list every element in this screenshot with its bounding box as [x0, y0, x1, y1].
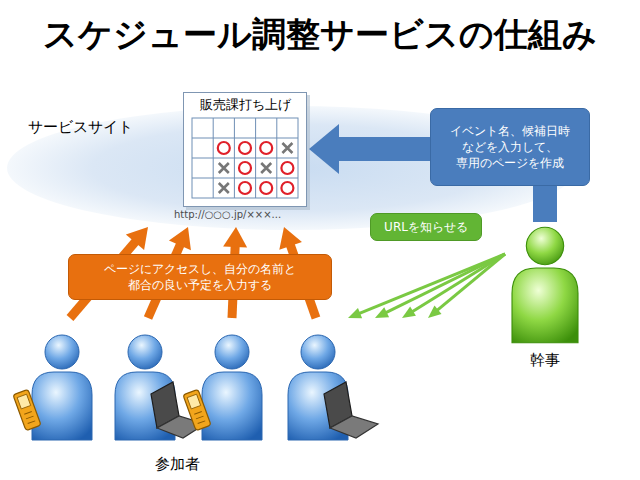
schedule-grid: [192, 118, 298, 198]
ok-mark: [239, 182, 251, 194]
arrow-head: [402, 306, 416, 318]
url-label: http://○○○.jp/×××...: [174, 209, 281, 220]
process-box: ページにアクセスし、自分の名前と 都合の良い予定を入力する: [68, 254, 332, 300]
ng-mark: [282, 143, 292, 153]
arrow-head: [223, 227, 247, 248]
arrow-head: [169, 227, 191, 250]
connector-line: [385, 254, 505, 313]
process-box: URLを知らせる: [370, 213, 482, 241]
organizer-figure: [512, 227, 578, 342]
ok-mark: [281, 162, 293, 174]
page-background: [183, 92, 307, 207]
node-text: 参加者: [155, 455, 430, 474]
mobile-phone: [183, 389, 211, 430]
ng-mark: [219, 163, 229, 173]
arrow-head: [309, 124, 339, 174]
mobile-phone: [13, 389, 41, 430]
ok-mark: [281, 182, 293, 194]
process-box: イベント名、候補日時 などを入力して、 専用のページを作成: [430, 108, 590, 186]
arrow-head: [375, 307, 389, 318]
organizer-node: 幹事: [505, 222, 585, 370]
ok-mark: [260, 142, 272, 154]
arrow-head: [126, 227, 148, 250]
arrow-head: [279, 227, 302, 250]
ok-mark: [218, 142, 230, 154]
arrow-head: [348, 308, 362, 318]
connector-line: [411, 254, 505, 312]
node-text: 幹事: [530, 351, 560, 370]
diagram-title: スケジュール調整サービスの仕組み: [0, 12, 640, 58]
create-page-arrow: [309, 124, 430, 174]
ng-mark: [261, 163, 271, 173]
participant-figure: [32, 335, 92, 440]
node-text: URLを知らせる: [384, 219, 468, 235]
arrow-head: [428, 305, 442, 318]
connector-line: [335, 137, 431, 161]
site-label: サービスサイト: [28, 118, 133, 137]
node-text: イベント名、候補日時 などを入力して、 専用のページを作成: [441, 123, 579, 172]
connector-line: [533, 186, 557, 222]
notify-arrow: [348, 254, 505, 318]
participants-node: 参加者: [20, 318, 430, 474]
ok-mark: [239, 162, 251, 174]
setup-stem: [545, 186, 546, 222]
connector-line: [358, 254, 505, 314]
ok-mark: [260, 182, 272, 194]
ok-mark: [239, 142, 251, 154]
ng-mark: [219, 183, 229, 193]
laptop-pc: [324, 382, 378, 438]
node-text: ページにアクセスし、自分の名前と 都合の良い予定を入力する: [87, 261, 313, 293]
participant-figure: [202, 335, 262, 440]
connector-line: [436, 254, 505, 311]
schedule-page: 販売課打ち上げ: [183, 92, 307, 207]
node-text: 販売課打ち上げ: [200, 96, 291, 114]
access-arrow: [70, 227, 316, 318]
